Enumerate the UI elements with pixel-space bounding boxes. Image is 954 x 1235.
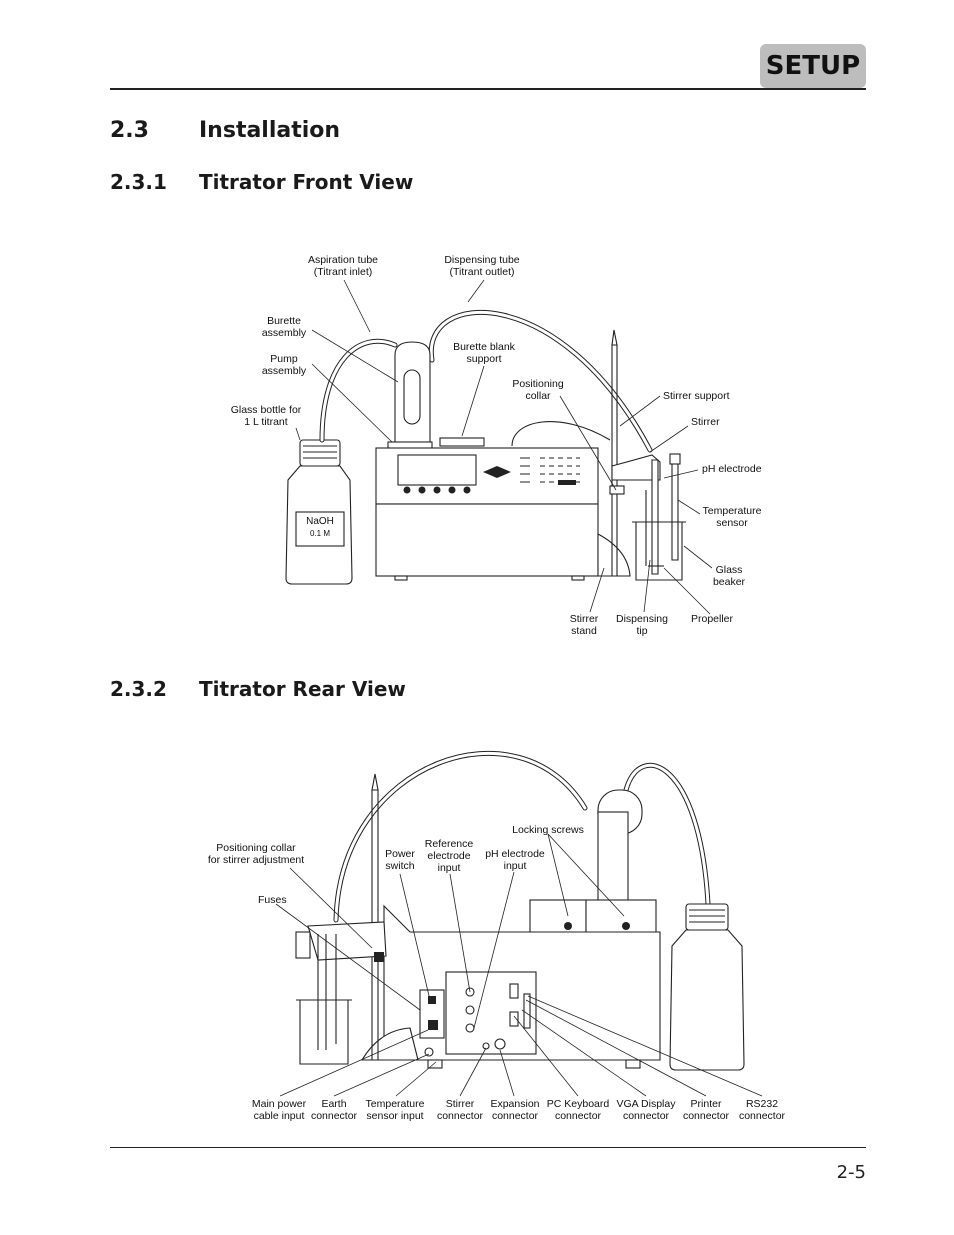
label-stirrer-stand: Stirrer [570, 613, 599, 625]
heading-title: Titrator Rear View [199, 677, 406, 701]
stirrer-stand [597, 329, 661, 577]
label-rs232-connector: RS232 [746, 1098, 778, 1110]
label-main-power: Main power [252, 1098, 307, 1110]
label-stirrer-connector-sub: connector [437, 1110, 484, 1122]
heading-number: 2.3 [110, 118, 149, 143]
label-fuses: Fuses [258, 894, 287, 906]
label-reference-electrode-sub2: input [438, 862, 461, 874]
footer-rule [110, 1147, 866, 1148]
label-glass-beaker: Glass [716, 564, 743, 576]
heading-title: Titrator Front View [199, 170, 414, 194]
label-aspiration-tube-sub: (Titrant inlet) [314, 266, 373, 278]
label-temperature-input: Temperature [366, 1098, 425, 1110]
label-temperature-input-sub: sensor input [366, 1110, 423, 1122]
label-reference-electrode-sub: electrode [427, 850, 470, 862]
label-stirrer-connector: Stirrer [446, 1098, 475, 1110]
rear-beaker [296, 999, 352, 1065]
rear-aspiration-tube [623, 762, 711, 907]
heading-title: Installation [199, 118, 341, 143]
label-glass-bottle-sub: 1 L titrant [244, 416, 287, 428]
leader-lines [295, 279, 713, 615]
glass-beaker [632, 521, 686, 581]
label-pump-sub: assembly [262, 365, 307, 377]
bottle-label-conc: 0.1 M [310, 529, 330, 538]
titrator-body [375, 447, 599, 581]
label-burette-blank-sub: support [466, 353, 501, 365]
heading-installation: 2.3 Installation [110, 118, 340, 143]
label-printer-connector: Printer [691, 1098, 722, 1110]
rear-dispensing-tube [333, 751, 588, 923]
label-positioning-collar-rear-sub: for stirrer adjustment [208, 854, 304, 866]
heading-rear-view: 2.3.2 Titrator Rear View [110, 677, 406, 701]
label-printer-connector-sub: connector [683, 1110, 730, 1122]
bottle-label-naoh: NaOH [306, 516, 334, 527]
label-glass-bottle: Glass bottle for [231, 404, 302, 416]
label-pc-keyboard: PC Keyboard [547, 1098, 610, 1110]
label-positioning-collar-rear: Positioning collar [216, 842, 296, 854]
label-expansion-connector-sub: connector [492, 1110, 539, 1122]
label-burette: Burette [267, 315, 301, 327]
rear-stirrer-stand [295, 773, 419, 1061]
label-earth-connector: Earth [321, 1098, 346, 1110]
header-rule [110, 88, 866, 90]
burette-assembly [387, 341, 485, 451]
label-earth-connector-sub: connector [311, 1110, 358, 1122]
label-burette-blank: Burette blank [453, 341, 516, 353]
label-vga-display: VGA Display [617, 1098, 677, 1110]
label-positioning-collar: Positioning [512, 378, 564, 390]
label-stirrer-stand-sub: stand [571, 625, 597, 637]
label-power-switch: Power [385, 848, 415, 860]
label-positioning-collar-sub: collar [525, 390, 551, 402]
label-power-switch-sub: switch [385, 860, 414, 872]
label-main-power-sub: cable input [254, 1110, 305, 1122]
titrant-bottle: NaOH 0.1 M [285, 439, 353, 585]
label-rs232-connector-sub: connector [739, 1110, 786, 1122]
label-dispensing-tube-sub: (Titrant outlet) [450, 266, 515, 278]
label-pump: Pump [270, 353, 298, 365]
label-ph-electrode: pH electrode [702, 463, 762, 475]
section-tab: SETUP [760, 44, 866, 88]
electrodes [645, 453, 681, 575]
label-glass-beaker-sub: beaker [713, 576, 746, 588]
label-dispensing-tube: Dispensing tube [444, 254, 519, 266]
label-reference-electrode: Reference [425, 838, 474, 850]
page-number: 2-5 [836, 1162, 866, 1183]
label-vga-display-sub: connector [623, 1110, 670, 1122]
label-propeller: Propeller [691, 613, 734, 625]
rear-leader-lines [275, 833, 763, 1097]
rear-bottle [669, 903, 745, 1071]
stirrer-cable [511, 421, 611, 447]
label-locking-screws: Locking screws [512, 824, 584, 836]
label-ph-electrode-input: pH electrode [485, 848, 545, 860]
label-temperature-sensor-sub: sensor [716, 517, 748, 529]
label-pc-keyboard-sub: connector [555, 1110, 602, 1122]
label-temperature-sensor: Temperature [703, 505, 762, 517]
heading-number: 2.3.1 [110, 170, 167, 194]
label-stirrer-support: Stirrer support [663, 390, 730, 402]
rear-burette [529, 789, 657, 937]
label-aspiration-tube: Aspiration tube [308, 254, 378, 266]
label-ph-electrode-input-sub: input [504, 860, 527, 872]
label-stirrer: Stirrer [691, 416, 720, 428]
heading-number: 2.3.2 [110, 677, 167, 701]
heading-front-view: 2.3.1 Titrator Front View [110, 170, 413, 194]
label-dispensing-tip-sub: tip [636, 625, 647, 637]
label-burette-sub: assembly [262, 327, 307, 339]
label-expansion-connector: Expansion [490, 1098, 539, 1110]
label-dispensing-tip: Dispensing [616, 613, 668, 625]
